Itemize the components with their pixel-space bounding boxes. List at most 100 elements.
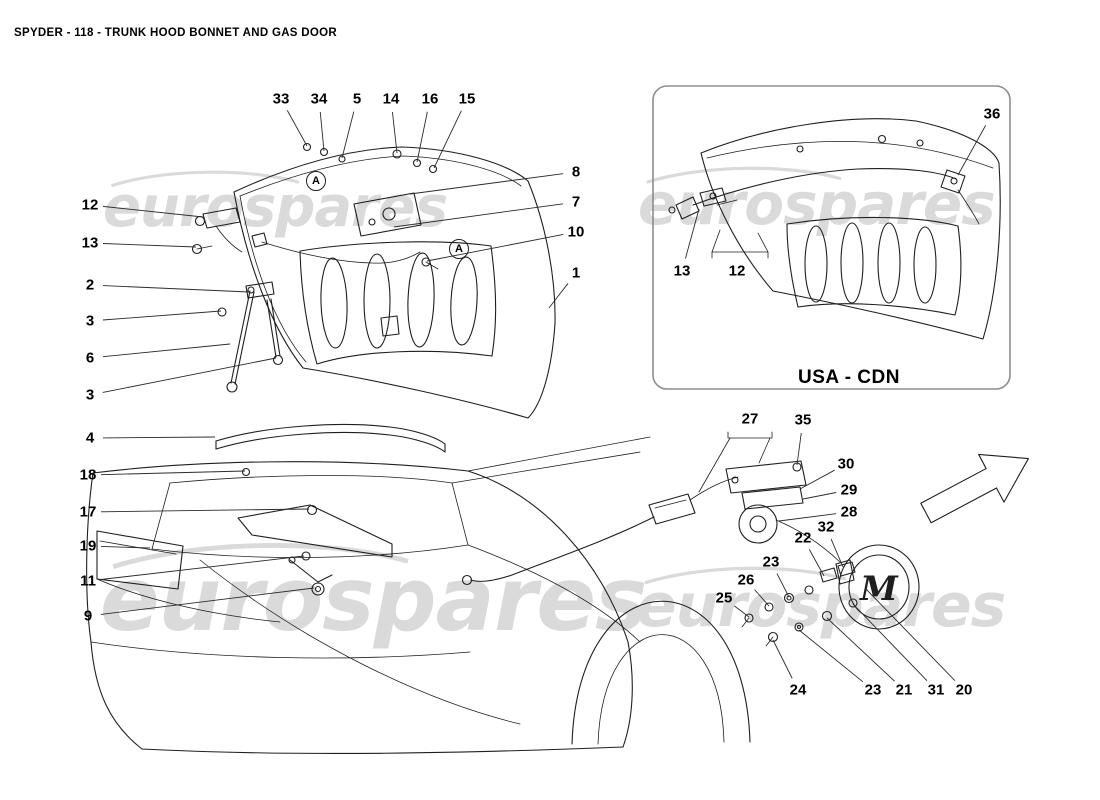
leader-line-22 <box>808 549 825 577</box>
leader-line-2 <box>102 285 250 293</box>
callout-23: 23 <box>762 553 780 571</box>
leader-line-6 <box>102 343 231 358</box>
leader-line-31 <box>852 603 928 681</box>
callout-8: 8 <box>571 163 581 181</box>
leader-line-20 <box>865 588 956 681</box>
callout-brackets <box>698 229 773 493</box>
callout-12: 12 <box>728 262 746 280</box>
watermark-swoosh <box>110 170 300 188</box>
leader-line-36 <box>957 125 987 176</box>
callout-23: 23 <box>864 681 882 699</box>
leader-line-14 <box>391 111 398 154</box>
callout-25: 25 <box>715 589 733 607</box>
callout-29: 29 <box>840 481 858 499</box>
callout-13: 13 <box>673 262 691 280</box>
callout-12: 12 <box>81 196 99 214</box>
detail-marker-A: A <box>449 239 469 259</box>
hinge-and-strut-drawing <box>191 207 284 393</box>
leader-line-10 <box>426 234 564 262</box>
leader-line-28 <box>778 513 837 522</box>
callout-35: 35 <box>794 411 812 429</box>
callout-2: 2 <box>85 276 95 294</box>
callout-36: 36 <box>983 105 1001 123</box>
leader-line-25 <box>734 605 750 618</box>
leader-line-3 <box>102 310 222 321</box>
leader-line-29 <box>802 492 837 500</box>
callout-28: 28 <box>840 503 858 521</box>
callout-27: 27 <box>741 410 759 428</box>
callout-11: 11 <box>80 572 96 590</box>
callout-24: 24 <box>789 681 807 699</box>
leader-line-4 <box>102 436 216 439</box>
watermark-swoosh <box>644 566 847 585</box>
callout-5: 5 <box>352 90 362 108</box>
leader-line-13 <box>685 208 700 259</box>
callout-9: 9 <box>83 607 93 625</box>
leader-line-11 <box>100 555 305 580</box>
callout-20: 20 <box>955 681 973 699</box>
callout-26: 26 <box>737 571 755 589</box>
callout-6: 6 <box>85 349 95 367</box>
leader-line-3 <box>102 357 277 393</box>
callout-32: 32 <box>817 518 835 536</box>
leader-line-32 <box>830 538 844 568</box>
leader-line-15 <box>433 110 462 169</box>
leader-line-16 <box>416 111 428 163</box>
leader-line-30 <box>799 469 835 490</box>
leader-line-33 <box>286 110 308 147</box>
callout-30: 30 <box>837 455 855 473</box>
leader-line-9 <box>100 587 315 615</box>
release-cable-drawing <box>461 460 841 586</box>
watermark-text: eurospares <box>103 175 447 240</box>
leader-line-13 <box>102 243 197 248</box>
leader-line-21 <box>826 617 895 682</box>
callout-3: 3 <box>85 312 95 330</box>
callout-17: 17 <box>79 503 97 521</box>
callout-19: 19 <box>79 537 97 555</box>
seal-gasket-drawing <box>215 423 446 453</box>
leader-line-23 <box>776 573 790 598</box>
callout-15: 15 <box>458 90 476 108</box>
callout-4: 4 <box>85 429 95 447</box>
leader-line-1 <box>548 283 569 309</box>
callout-18: 18 <box>79 466 97 484</box>
leader-line-24 <box>772 639 793 679</box>
detail-marker-A: A <box>306 171 326 191</box>
callout-33: 33 <box>272 90 290 108</box>
callout-31: 31 <box>927 681 945 699</box>
watermark-text: eurospares <box>100 548 646 651</box>
callout-14: 14 <box>382 90 400 108</box>
leader-line-8 <box>409 173 564 195</box>
watermark-swoosh <box>646 166 842 184</box>
leader-line-17 <box>100 508 310 513</box>
callout-34: 34 <box>310 90 328 108</box>
callout-13: 13 <box>81 234 99 252</box>
leader-line-18 <box>100 470 246 476</box>
inset-box <box>652 85 1011 390</box>
leader-line-23 <box>798 629 864 683</box>
page-title: SPYDER - 118 - TRUNK HOOD BONNET AND GAS… <box>14 27 337 39</box>
leader-line-7 <box>393 203 564 228</box>
leader-line-19 <box>100 545 151 549</box>
leader-line-26 <box>754 589 770 607</box>
direction-arrow <box>920 453 1029 524</box>
leader-line-35 <box>796 432 802 466</box>
callout-7: 7 <box>571 193 581 211</box>
watermark-text: eurospares <box>636 571 1005 641</box>
car-body-drawing <box>86 436 751 755</box>
inset-trunk-lid-drawing <box>668 118 1001 340</box>
inset-region-label: USA - CDN <box>798 367 900 388</box>
leader-line-12 <box>102 205 204 218</box>
leader-line-34 <box>319 111 325 152</box>
callout-10: 10 <box>567 223 585 241</box>
callout-3: 3 <box>85 386 95 404</box>
callout-21: 21 <box>895 681 913 699</box>
callout-16: 16 <box>421 90 439 108</box>
trunk-lid-drawing <box>233 142 556 419</box>
callout-22: 22 <box>794 529 812 547</box>
leader-line-5 <box>341 111 355 159</box>
